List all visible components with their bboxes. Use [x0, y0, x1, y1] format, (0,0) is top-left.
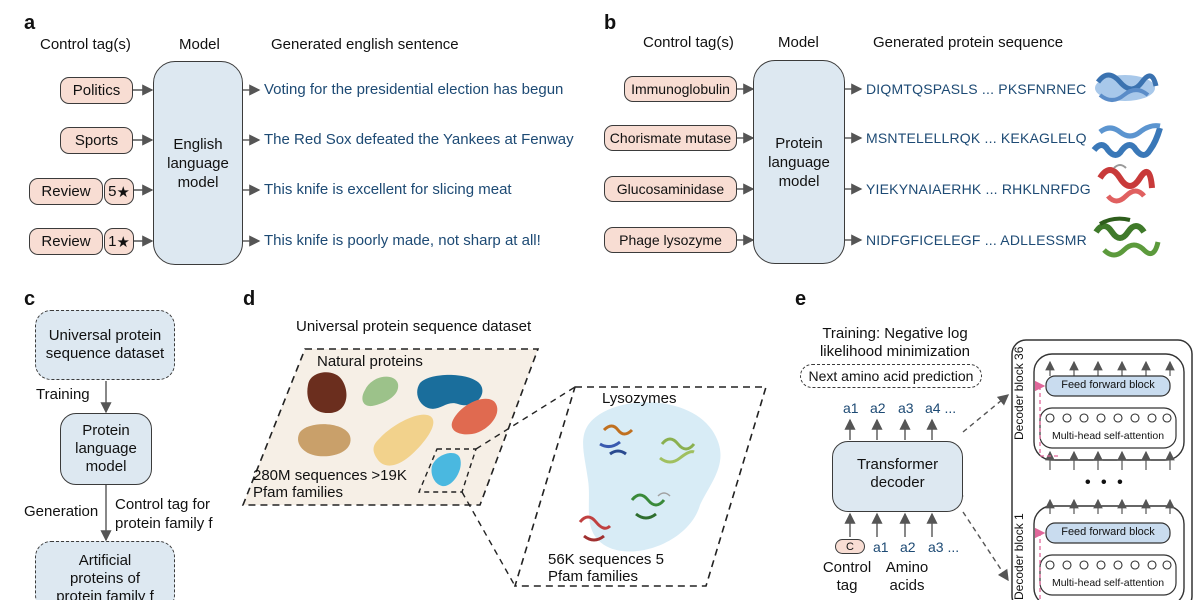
decoder-block-36-label: Decoder block 36 [1012, 346, 1026, 440]
output-a1: a1 [843, 400, 859, 416]
transformer-decoder: Transformer decoder [832, 441, 963, 512]
tag-politics: Politics [60, 77, 133, 104]
natural-proteins-label: Natural proteins [317, 353, 423, 370]
panel-a-arrows [133, 84, 261, 247]
control-token-c: C [835, 539, 865, 554]
sequence-3: YIEKYNAIAERHK ... RHKLNRFDG [866, 181, 1091, 197]
ff-block-36 [1045, 375, 1171, 397]
sequence-1: DIQMTQSPASLS ... PKSFNRNEC [866, 81, 1087, 97]
english-language-model: English language model [153, 61, 243, 265]
sentence-4: This knife is poorly made, not sharp at … [264, 232, 541, 249]
next-aa-prediction-label: Next amino acid prediction [808, 368, 974, 384]
star-icon: ★ [116, 183, 130, 201]
residual-arrows [1034, 380, 1058, 600]
ff-label-1: Feed forward block [1061, 526, 1155, 538]
blob-7 [431, 452, 461, 487]
input-a2: a2 [900, 539, 916, 555]
panel-a-control-header: Control tag(s) [40, 36, 131, 53]
sentence-2: The Red Sox defeated the Yankees at Fenw… [264, 131, 574, 148]
block-36-arrows [1045, 360, 1175, 514]
english-model-label: English language model [167, 135, 229, 191]
panel-d-title: Universal protein sequence dataset [296, 318, 532, 335]
decoder-connectors [962, 394, 1010, 582]
generation-label: Generation [24, 503, 99, 520]
structure-icon-4 [1093, 216, 1161, 258]
mhsa-label-36: Multi-head self-attention [1051, 430, 1165, 442]
panel-d-label: d [243, 288, 256, 310]
next-aa-prediction: Next amino acid prediction [800, 364, 982, 388]
panel-b-output-header: Generated protein sequence [873, 34, 1064, 51]
blob-4 [451, 398, 498, 435]
rating-1-star: 1★ [104, 228, 134, 255]
lysozyme-counts: 56K sequences 5 Pfam families [548, 551, 664, 585]
artificial-proteins-label: Artificial proteins of protein family f [56, 552, 154, 600]
lysozyme-structures [578, 424, 696, 542]
lysozymes-label: Lysozymes [602, 390, 677, 407]
blob-2 [362, 376, 399, 407]
panel-a-output-header: Generated english sentence [271, 36, 459, 53]
protein-model-box-label: Protein language model [75, 422, 137, 475]
training-objective-text: Training: Negative log likelihood minimi… [819, 325, 971, 360]
input-a1: a1 [873, 539, 889, 555]
output-a2: a2 [870, 400, 886, 416]
panel-b-model-header: Model [778, 34, 819, 51]
stack-ellipsis: • • • [1085, 474, 1126, 491]
rating-value: 1 [108, 233, 117, 250]
mhsa-box-36 [1039, 407, 1177, 449]
rating-5-star: 5★ [104, 178, 134, 205]
sequence-2: MSNTELELLRQK ... KEKAGLELQ [866, 130, 1087, 146]
rating-value: 5 [108, 183, 117, 200]
structure-icon-1 [1095, 72, 1159, 102]
sequence-4: NIDFGFICELEGF ... ADLLESSMR [866, 232, 1087, 248]
panel-b-arrows [737, 83, 863, 246]
training-label: Training [36, 386, 90, 403]
tag-phage-lysozyme: Phage lysozyme [604, 227, 737, 253]
protein-language-model: Protein language model [753, 60, 845, 264]
control-tag-caption: Control tag [822, 559, 872, 594]
universal-dataset-box: Universal protein sequence dataset [35, 310, 175, 380]
control-tag-note: Control tag for protein family f [115, 496, 213, 532]
mhsa-label-1: Multi-head self-attention [1051, 577, 1165, 589]
panel-c-label: c [24, 288, 36, 310]
panel-a-model-header: Model [179, 36, 220, 53]
mhsa-box-1 [1039, 554, 1177, 596]
tag-sports: Sports [60, 127, 133, 154]
structure-icon-3 [1097, 164, 1155, 204]
tag-chorismate-mutase: Chorismate mutase [604, 125, 737, 151]
tag-review-negative: Review [29, 228, 103, 255]
blob-1 [307, 372, 347, 414]
tag-immunoglobulin: Immunoglobulin [624, 76, 737, 102]
lysozyme-cloud [583, 402, 721, 552]
protein-model-box: Protein language model [60, 413, 152, 485]
panel-a-label: a [24, 12, 36, 34]
panel-b-control-header: Control tag(s) [643, 34, 734, 51]
blob-3 [417, 374, 483, 409]
tag-glucosaminidase: Glucosaminidase [604, 176, 737, 202]
blob-5 [298, 424, 351, 457]
ff-block-1 [1045, 522, 1171, 544]
transformer-decoder-label: Transformer decoder [856, 456, 939, 491]
universal-dataset-label: Universal protein sequence dataset [45, 327, 165, 362]
ff-label-36: Feed forward block [1061, 379, 1155, 391]
output-a3: a3 [898, 400, 914, 416]
dataset-counts: 280M sequences >19K Pfam families [253, 467, 407, 501]
structure-icon-2 [1091, 123, 1163, 158]
mhsa-circles [1045, 413, 1172, 570]
artificial-proteins-box: Artificial proteins of protein family f [35, 541, 175, 600]
panel-b-label: b [604, 12, 617, 34]
blob-6 [373, 414, 434, 466]
sentence-1: Voting for the presidential election has… [264, 81, 564, 98]
input-a3: a3 ... [928, 539, 960, 555]
panel-e-label: e [795, 288, 807, 310]
protein-model-label: Protein language model [768, 134, 830, 190]
decoder-block-1-label: Decoder block 1 [1012, 513, 1026, 600]
tag-review-positive: Review [29, 178, 103, 205]
zoom-connectors [461, 386, 576, 587]
sentence-3: This knife is excellent for slicing meat [264, 181, 512, 198]
amino-acids-caption: Amino acids [885, 559, 929, 594]
output-a4: a4 ... [925, 400, 957, 416]
star-icon: ★ [116, 233, 130, 251]
